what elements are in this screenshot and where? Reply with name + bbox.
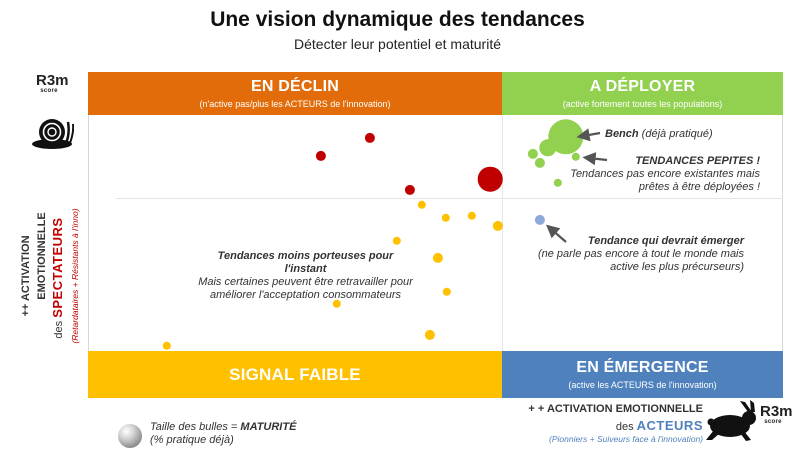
annotation-body: (déjà pratiqué) xyxy=(638,128,713,140)
page-title: Une vision dynamique des tendances xyxy=(210,8,585,31)
trend-bubble xyxy=(539,139,557,157)
quadrant-subtitle: (n'active pas/plus les ACTEURS de l'inno… xyxy=(199,99,391,109)
trend-bubble xyxy=(527,148,539,160)
logo-sub: score xyxy=(764,419,782,425)
trend-bubble xyxy=(571,152,581,162)
quadrant-subtitle: (active les ACTEURS de l'innovation) xyxy=(568,380,717,390)
horizontal-divider xyxy=(116,198,783,199)
legend-line2: (% pratique déjà) xyxy=(150,434,234,446)
r3m-score-logo: R3m score xyxy=(760,403,793,425)
x-axis-group: ACTEURS xyxy=(636,418,703,433)
y-axis-label-line1: ++ ACTIVATION xyxy=(20,235,32,317)
quadrant-subtitle: (active fortement toutes les populations… xyxy=(562,99,723,109)
legend-bold: MATURITÉ xyxy=(240,421,297,433)
annotation-title: Bench xyxy=(605,128,639,140)
trend-bubble xyxy=(467,211,477,221)
trend-bubble xyxy=(424,329,436,341)
quadrant-title: EN DÉCLIN xyxy=(250,78,340,95)
rabbit-icon xyxy=(706,400,756,441)
trend-bubble xyxy=(442,287,452,297)
annotation-body: Tendances pas encore existantes mais prê… xyxy=(570,168,760,193)
annotation-title: TENDANCES PEPITES ! xyxy=(635,155,760,167)
annotation-emerger: Tendance qui devrait émerger (ne parle p… xyxy=(522,235,744,274)
quadrant-signal-faible: SIGNAL FAIBLE xyxy=(88,351,502,398)
legend-bubble-icon xyxy=(118,424,142,448)
y-axis-label-line3: des SPECTATEURS xyxy=(50,217,65,338)
y-axis-group: SPECTATEURS xyxy=(50,217,65,318)
x-axis-label-line2: des ACTEURS xyxy=(473,418,703,433)
annotation-body: (ne parle pas encore à tout le monde mai… xyxy=(537,248,744,273)
trend-bubble xyxy=(315,150,327,162)
trend-bubble xyxy=(441,213,451,223)
trend-bubble xyxy=(392,236,402,246)
trend-bubble xyxy=(477,166,503,192)
logo-main: R3m xyxy=(36,72,69,89)
quadrant-a-deployer: A DÉPLOYER (active fortement toutes les … xyxy=(502,72,783,115)
trend-bubble xyxy=(534,214,546,226)
trend-bubble xyxy=(534,157,546,169)
quadrant-title: SIGNAL FAIBLE xyxy=(229,364,361,384)
trend-bubble xyxy=(162,341,172,351)
vertical-divider xyxy=(502,115,503,351)
y-axis-label-line2: EMOTIONNELLE xyxy=(36,212,48,300)
x-axis-prefix: des xyxy=(615,421,637,433)
trend-bubble xyxy=(417,200,427,210)
trend-bubble xyxy=(492,220,504,232)
snail-icon xyxy=(32,119,74,149)
annotation-title: Tendances moins porteuses pour l'instant xyxy=(217,250,394,275)
trend-bubble xyxy=(432,252,444,264)
trend-bubble xyxy=(404,184,416,196)
annotation-moins-porteuses: Tendances moins porteuses pour l'instant… xyxy=(198,250,413,302)
y-axis-prefix: des xyxy=(53,317,65,339)
annotation-title: Tendance qui devrait émerger xyxy=(587,235,744,247)
x-axis-label-line3: (Pionniers + Suiveurs face à l'innovatio… xyxy=(549,434,703,444)
legend-text: Taille des bulles = MATURITÉ (% pratique… xyxy=(150,421,296,447)
annotation-body: Mais certaines peuvent être retravailler… xyxy=(198,276,413,301)
trend-bubble xyxy=(332,299,342,309)
logo-main: R3m xyxy=(760,403,793,420)
trend-bubble xyxy=(364,132,376,144)
x-axis-label-line1: + + ACTIVATION EMOTIONNELLE xyxy=(528,403,703,415)
quadrant-en-declin: EN DÉCLIN (n'active pas/plus les ACTEURS… xyxy=(88,72,502,115)
page-subtitle: Détecter leur potentiel et maturité xyxy=(294,36,501,52)
r3m-score-logo: R3m score xyxy=(36,72,69,94)
trend-bubble xyxy=(553,178,563,188)
quadrant-title: A DÉPLOYER xyxy=(589,78,696,95)
quadrant-title: EN ÉMERGENCE xyxy=(576,359,709,376)
annotation-bench: Bench (déjà pratiqué) xyxy=(605,128,713,140)
annotation-pepites: TENDANCES PEPITES ! Tendances pas encore… xyxy=(550,155,760,194)
logo-sub: score xyxy=(40,88,58,94)
legend-prefix: Taille des bulles = xyxy=(150,421,241,433)
quadrant-en-emergence: EN ÉMERGENCE (active les ACTEURS de l'in… xyxy=(502,351,783,398)
y-axis-label-line4: (Retardataires + Résistants à l'inno) xyxy=(70,208,80,344)
